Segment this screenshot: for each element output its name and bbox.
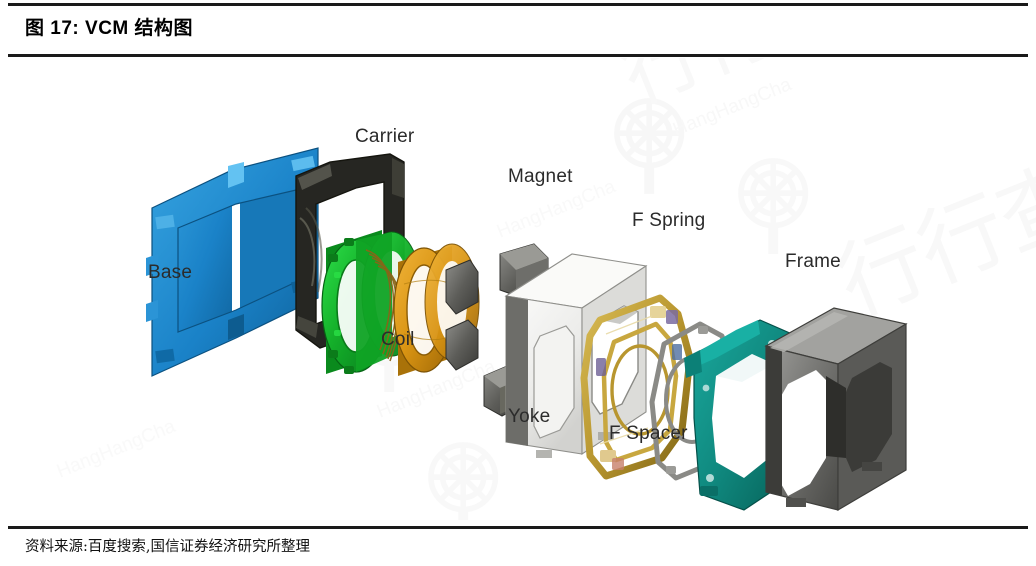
figure-header: 图 17: VCM 结构图 bbox=[0, 0, 1036, 58]
header-rule-top bbox=[8, 3, 1028, 6]
svg-text:行行查: 行行查 bbox=[824, 146, 1036, 335]
part-label-yoke: Yoke bbox=[508, 406, 551, 427]
part-label-magnet: Magnet bbox=[508, 166, 573, 187]
footer-rule bbox=[8, 526, 1028, 529]
part-f-spring-graphic bbox=[580, 294, 694, 480]
figure-title: 图 17: VCM 结构图 bbox=[25, 18, 194, 39]
part-frame-graphic bbox=[764, 307, 908, 512]
vcm-diagram-graphic: 行行查 行行查 行行查 HangHangCha HangHangCha Hang… bbox=[54, 58, 1036, 520]
part-coil-graphic bbox=[393, 243, 480, 376]
header-rule-bottom bbox=[8, 54, 1028, 57]
part-label-coil: Coil bbox=[381, 329, 415, 350]
part-label-carrier: Carrier bbox=[355, 126, 415, 147]
figure-source-text: 资料来源:百度搜索,国信证券经济研究所整理 bbox=[25, 539, 310, 555]
part-label-f-spacer: F Spacer bbox=[609, 423, 688, 444]
svg-text:行行查: 行行查 bbox=[813, 58, 1036, 76]
vcm-exploded-diagram: 行行查 行行查 行行查 HangHangCha HangHangCha Hang… bbox=[0, 58, 1036, 520]
part-label-f-spring: F Spring bbox=[632, 210, 706, 231]
part-label-frame: Frame bbox=[785, 251, 841, 272]
part-label-base: Base bbox=[148, 262, 193, 283]
svg-text:HangHangCha: HangHangCha bbox=[54, 416, 179, 483]
figure-footer: 资料来源:百度搜索,国信证券经济研究所整理 bbox=[0, 520, 1036, 566]
